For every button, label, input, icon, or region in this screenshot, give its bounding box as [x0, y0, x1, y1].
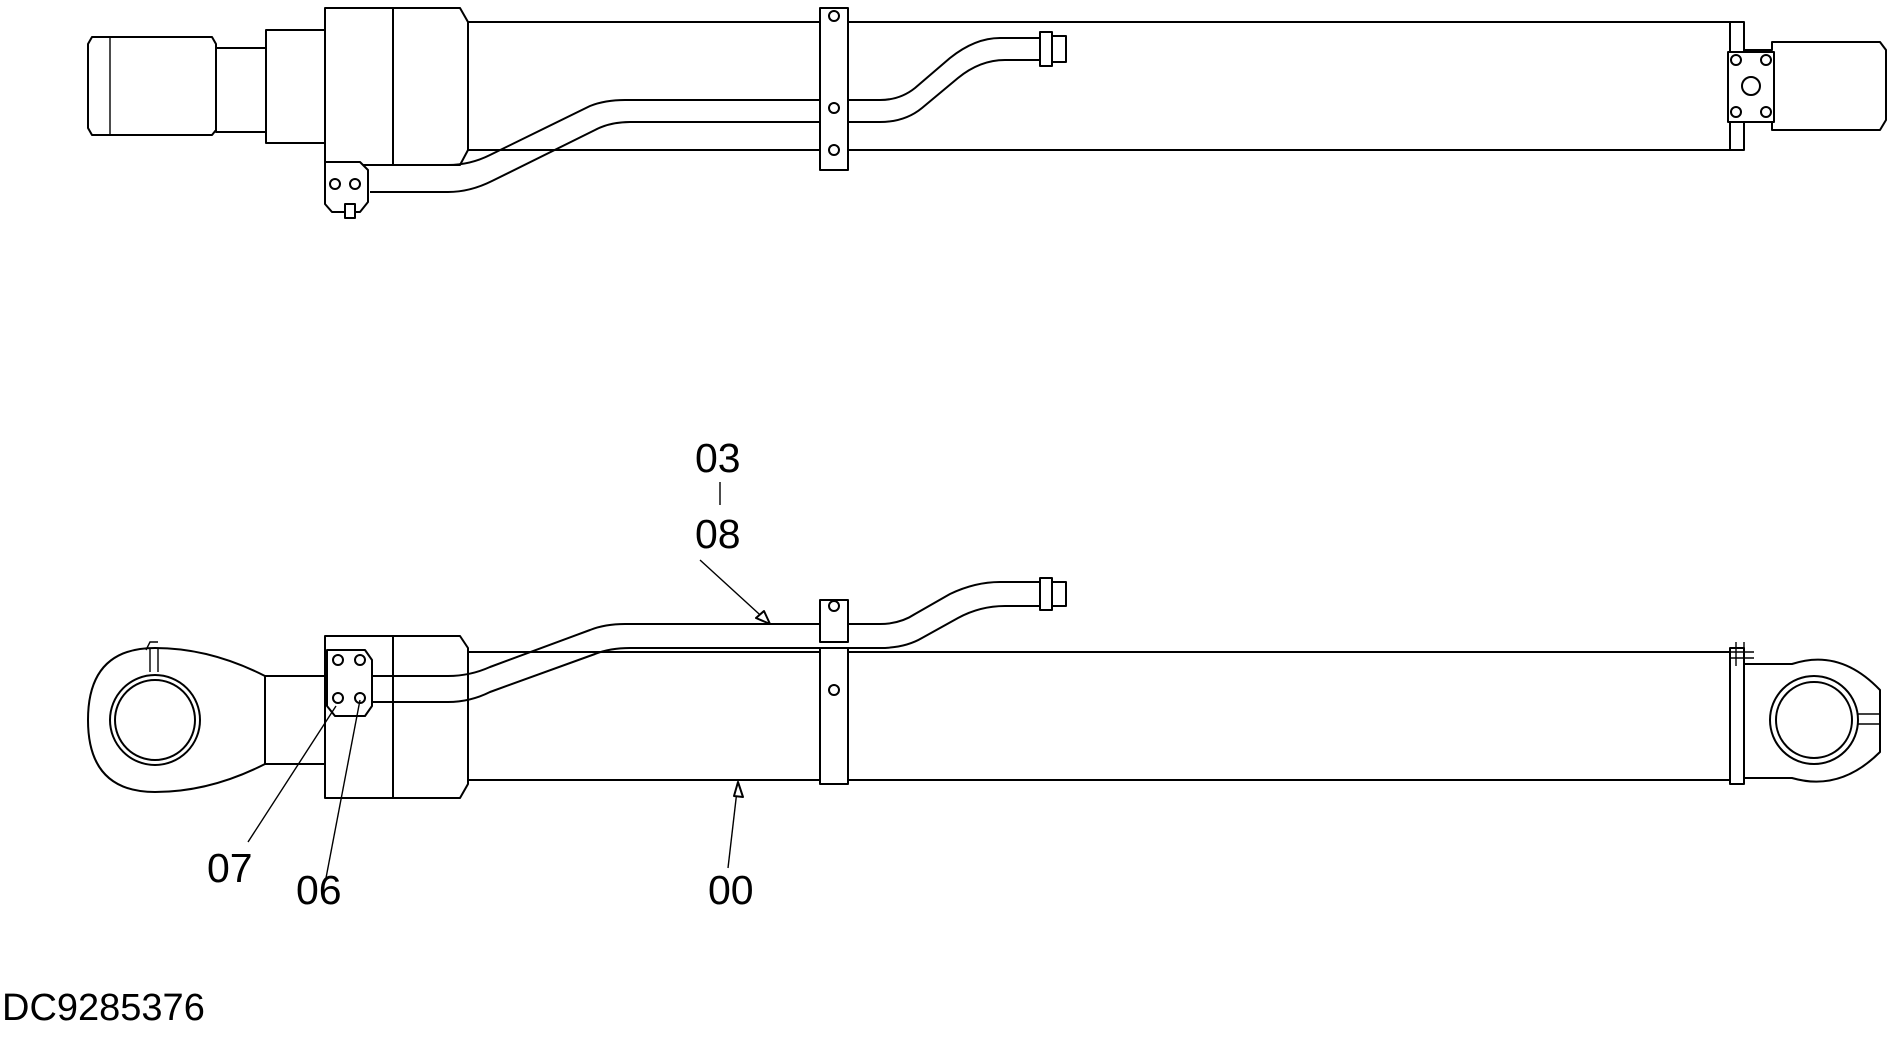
bottom-hydraulic-pipe-upper [370, 581, 1040, 677]
callout-08: 08 [695, 511, 741, 557]
top-hydraulic-pipe-lower [370, 59, 1040, 193]
callout-00: 00 [708, 867, 754, 913]
top-pipe-clamp [819, 7, 849, 171]
document-id: DC9285376 [2, 987, 205, 1029]
bottom-pipe-clamp-band [819, 647, 849, 785]
bottom-cylinder-bottom [1729, 647, 1745, 785]
callout-06: 06 [296, 867, 342, 913]
cylinder-top-view [87, 7, 1887, 219]
top-gland [265, 29, 326, 144]
top-left-rod-eye [87, 36, 217, 136]
bottom-hydraulic-pipe-lower [370, 605, 1040, 703]
callout-03: 03 [695, 435, 741, 481]
bottom-pipe-end-nut [1039, 577, 1053, 611]
leader-07 [247, 705, 337, 843]
top-pipe-end-nut [1039, 31, 1053, 67]
bottom-left-rod-eye [87, 647, 266, 793]
flange-bolt-icon [332, 654, 344, 666]
top-pipe-flange [324, 161, 369, 213]
leader-08 [699, 559, 771, 625]
cylinder-bottom-view [87, 482, 1881, 879]
bottom-piston-rod [264, 675, 326, 765]
top-piston-rod [215, 47, 267, 133]
top-cylinder-head [324, 7, 469, 166]
top-hydraulic-pipe-upper [370, 37, 1040, 166]
leader-06 [325, 699, 361, 879]
bottom-cylinder-barrel [467, 651, 1731, 781]
callout-07: 07 [207, 845, 253, 891]
top-cylinder-barrel [467, 21, 1731, 151]
